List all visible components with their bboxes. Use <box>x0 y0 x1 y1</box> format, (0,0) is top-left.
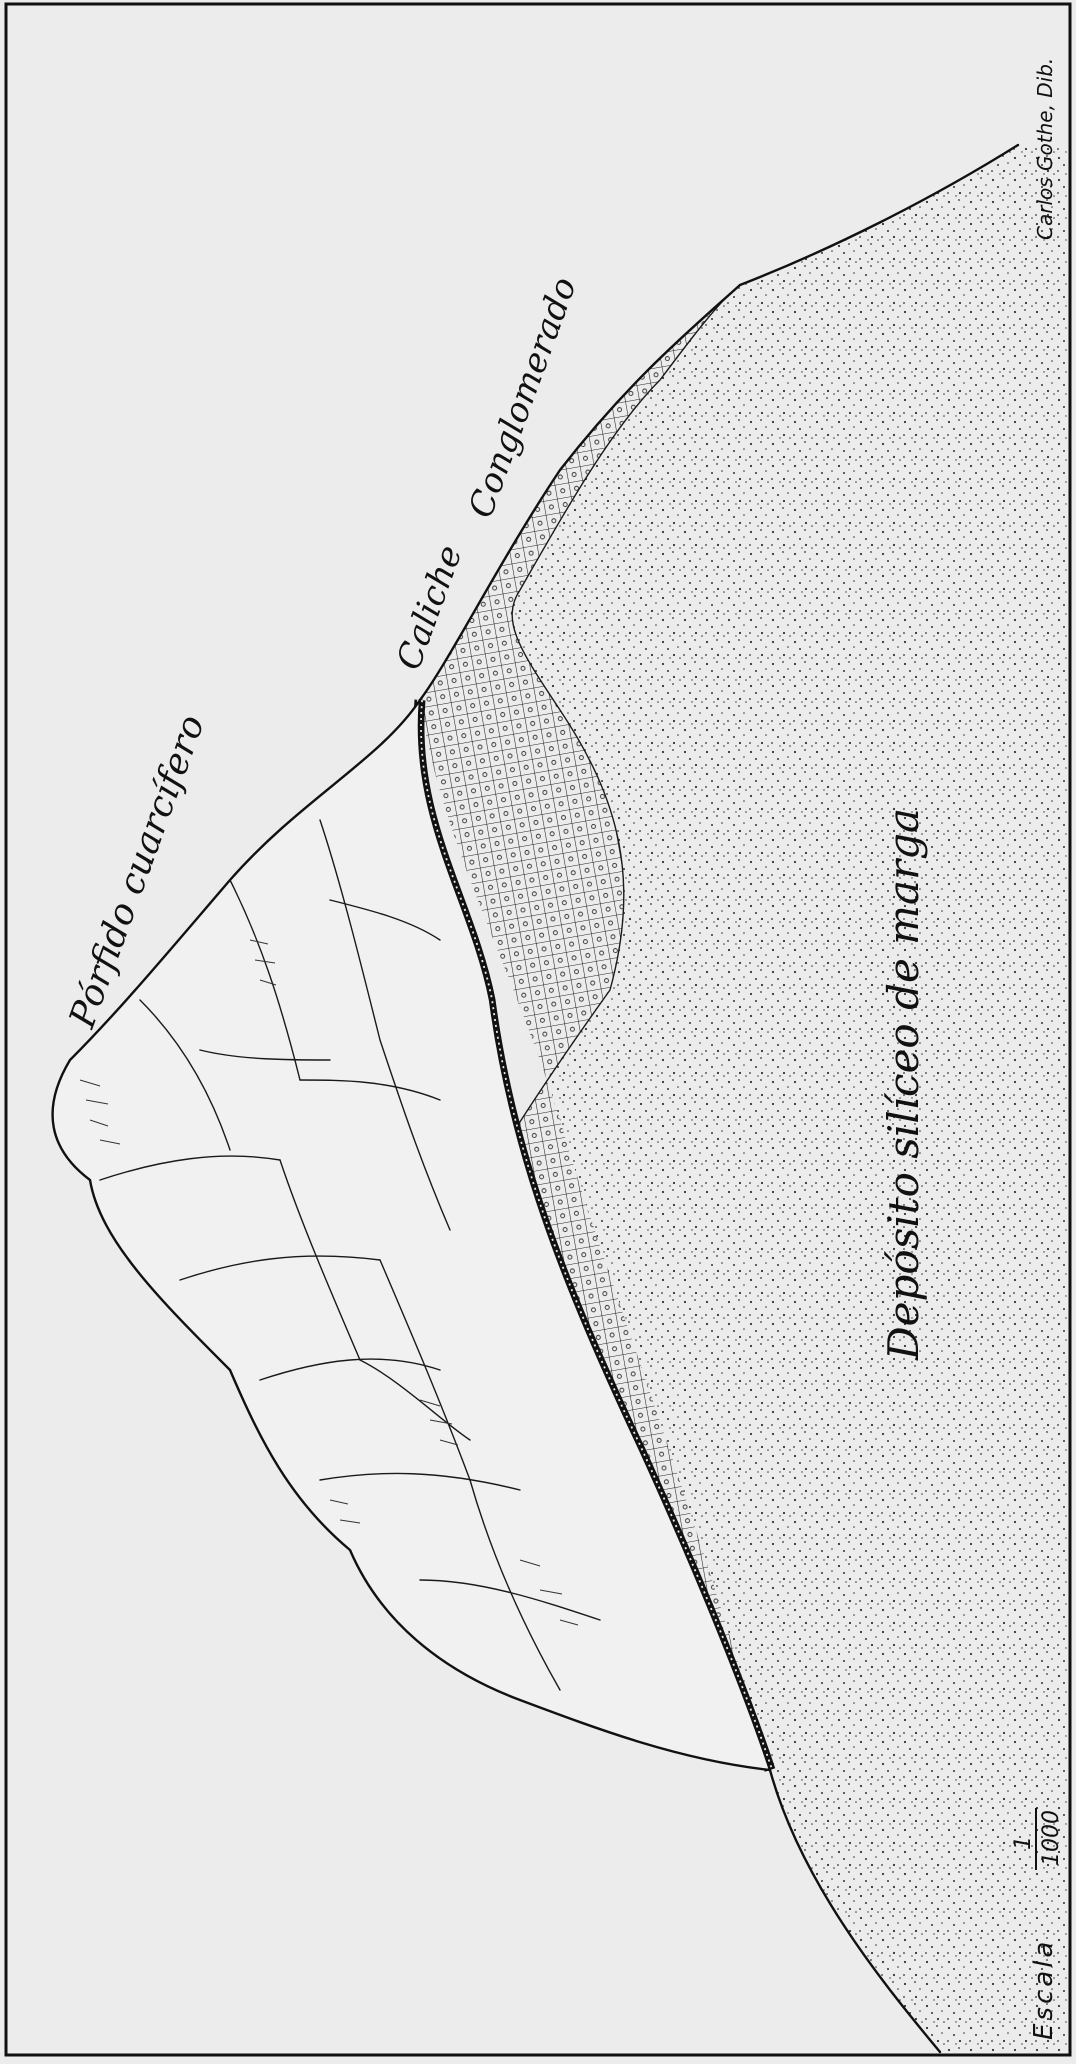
scale-denominator: 1000 <box>1039 1810 1064 1866</box>
artist-credit: Carlos Gothe, Dib. <box>1033 58 1057 240</box>
scale-numerator: 1 <box>1011 1836 1036 1850</box>
marl-deposit-label: Depósito silíceo de marga <box>879 808 928 1361</box>
scale-word: Escala <box>1029 1939 1059 2040</box>
